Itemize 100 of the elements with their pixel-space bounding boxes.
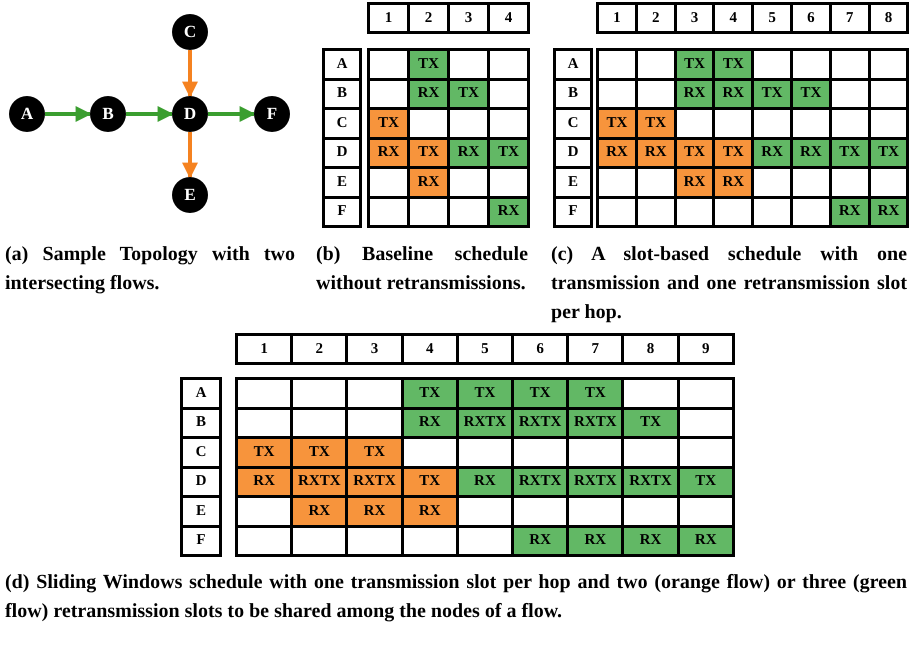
slot-entry: RXTX (293, 468, 346, 495)
slot-entry: RX (676, 169, 712, 196)
node-label: E (183, 498, 219, 524)
slot-entry: RX (370, 140, 407, 166)
slot-number: 5 (458, 336, 511, 362)
slot-number: 6 (514, 336, 566, 362)
arrow (126, 106, 174, 122)
slot-number: 2 (293, 336, 346, 362)
slot-entry: RXTX (569, 468, 622, 495)
slot-entry: RX (870, 198, 906, 225)
slot-entry: TX (450, 80, 487, 107)
node-label: F (183, 528, 219, 554)
slot-entry: TX (676, 140, 712, 166)
slot-entry: TX (599, 110, 635, 136)
slot-entry: TX (715, 51, 752, 78)
slot-number: 8 (624, 336, 677, 362)
slot-number: 1 (238, 336, 290, 362)
slot-entry: RXTX (514, 410, 566, 436)
slot-number: 3 (450, 5, 487, 31)
slot-entry: TX (624, 410, 677, 436)
slot-number: 3 (676, 5, 712, 31)
arrow (182, 132, 198, 179)
node-label: C (556, 110, 590, 136)
slot-entry: TX (293, 439, 346, 466)
slot-number: 9 (680, 336, 732, 362)
slot-entry: RXTX (514, 468, 566, 495)
slot-entry: TX (680, 468, 732, 495)
node-label: C (325, 110, 359, 136)
caption-text: (c) A slot-based schedule with one transmission and one retransmission slot per hop. (551, 242, 907, 325)
node-circle: D (172, 96, 208, 132)
arrow (182, 50, 198, 98)
slot-entry: RX (410, 169, 447, 196)
arrow (208, 106, 256, 122)
slot-entry: RX (404, 410, 456, 436)
slot-entry: RX (410, 80, 447, 107)
slot-entry: RX (599, 140, 635, 166)
node-circle: B (90, 96, 126, 132)
slot-entry: RXTX (348, 468, 401, 495)
node-label: D (556, 140, 590, 166)
slot-entry: RX (450, 140, 487, 166)
slot-number: 7 (569, 336, 622, 362)
slot-number: 2 (638, 5, 674, 31)
slot-entry: RX (293, 498, 346, 524)
slot-number: 4 (490, 5, 527, 31)
slot-number: 7 (832, 5, 868, 31)
slot-entry: TX (490, 140, 527, 166)
node-circle: A (9, 96, 45, 132)
slot-entry: TX (410, 140, 447, 166)
node-label: A (325, 51, 359, 78)
slot-entry: TX (410, 51, 447, 78)
slot-number: 8 (870, 5, 906, 31)
slot-entry: RX (348, 498, 401, 524)
caption-text: (a) Sample Topology with two intersecting flows. (5, 242, 295, 296)
slot-entry: TX (832, 140, 868, 166)
slot-entry: TX (569, 380, 622, 406)
node-label: B (325, 80, 359, 107)
slot-entry: RX (404, 498, 456, 524)
node-label: C (183, 439, 219, 466)
node-label: B (556, 80, 590, 107)
slot-entry: TX (754, 80, 790, 107)
slot-number: 4 (715, 5, 752, 31)
slot-entry: RX (715, 80, 752, 107)
node-circle: F (254, 96, 290, 132)
slot-entry: TX (715, 140, 752, 166)
slot-number: 2 (410, 5, 447, 31)
slot-entry: TX (404, 468, 456, 495)
slot-entry: RX (458, 468, 511, 495)
slot-entry: TX (238, 439, 290, 466)
node-label: D (183, 468, 219, 495)
slot-entry: TX (792, 80, 829, 107)
slot-entry: RX (832, 198, 868, 225)
slot-number: 5 (754, 5, 790, 31)
slot-entry: RX (680, 528, 732, 554)
slot-number: 3 (348, 336, 401, 362)
slot-entry: RXTX (458, 410, 511, 436)
slot-entry: RX (624, 528, 677, 554)
slot-entry: TX (870, 140, 906, 166)
node-circle: E (172, 177, 208, 213)
slot-entry: TX (638, 110, 674, 136)
slot-number: 4 (404, 336, 456, 362)
slot-entry: RX (238, 468, 290, 495)
node-label: A (183, 380, 219, 406)
slot-entry: TX (514, 380, 566, 406)
node-label: F (556, 198, 590, 225)
slot-number: 6 (792, 5, 829, 31)
node-label: F (325, 198, 359, 225)
caption-text: (d) Sliding Windows schedule with one transmission slot per hop and two (orange flow) or three (green flow) retransmission slots to be shared among the nodes of a flow. (5, 570, 907, 624)
slot-entry: RX (569, 528, 622, 554)
node-label: E (556, 169, 590, 196)
slot-entry: TX (404, 380, 456, 406)
slot-entry: RX (754, 140, 790, 166)
slot-number: 1 (370, 5, 407, 31)
arrow (45, 106, 92, 122)
slot-entry: RXTX (569, 410, 622, 436)
slot-entry: TX (676, 51, 712, 78)
node-label: B (183, 410, 219, 436)
node-label: E (325, 169, 359, 196)
caption-text: (b) Baseline schedule without retransmissions. (316, 242, 528, 296)
slot-entry: TX (458, 380, 511, 406)
slot-entry: TX (370, 110, 407, 136)
